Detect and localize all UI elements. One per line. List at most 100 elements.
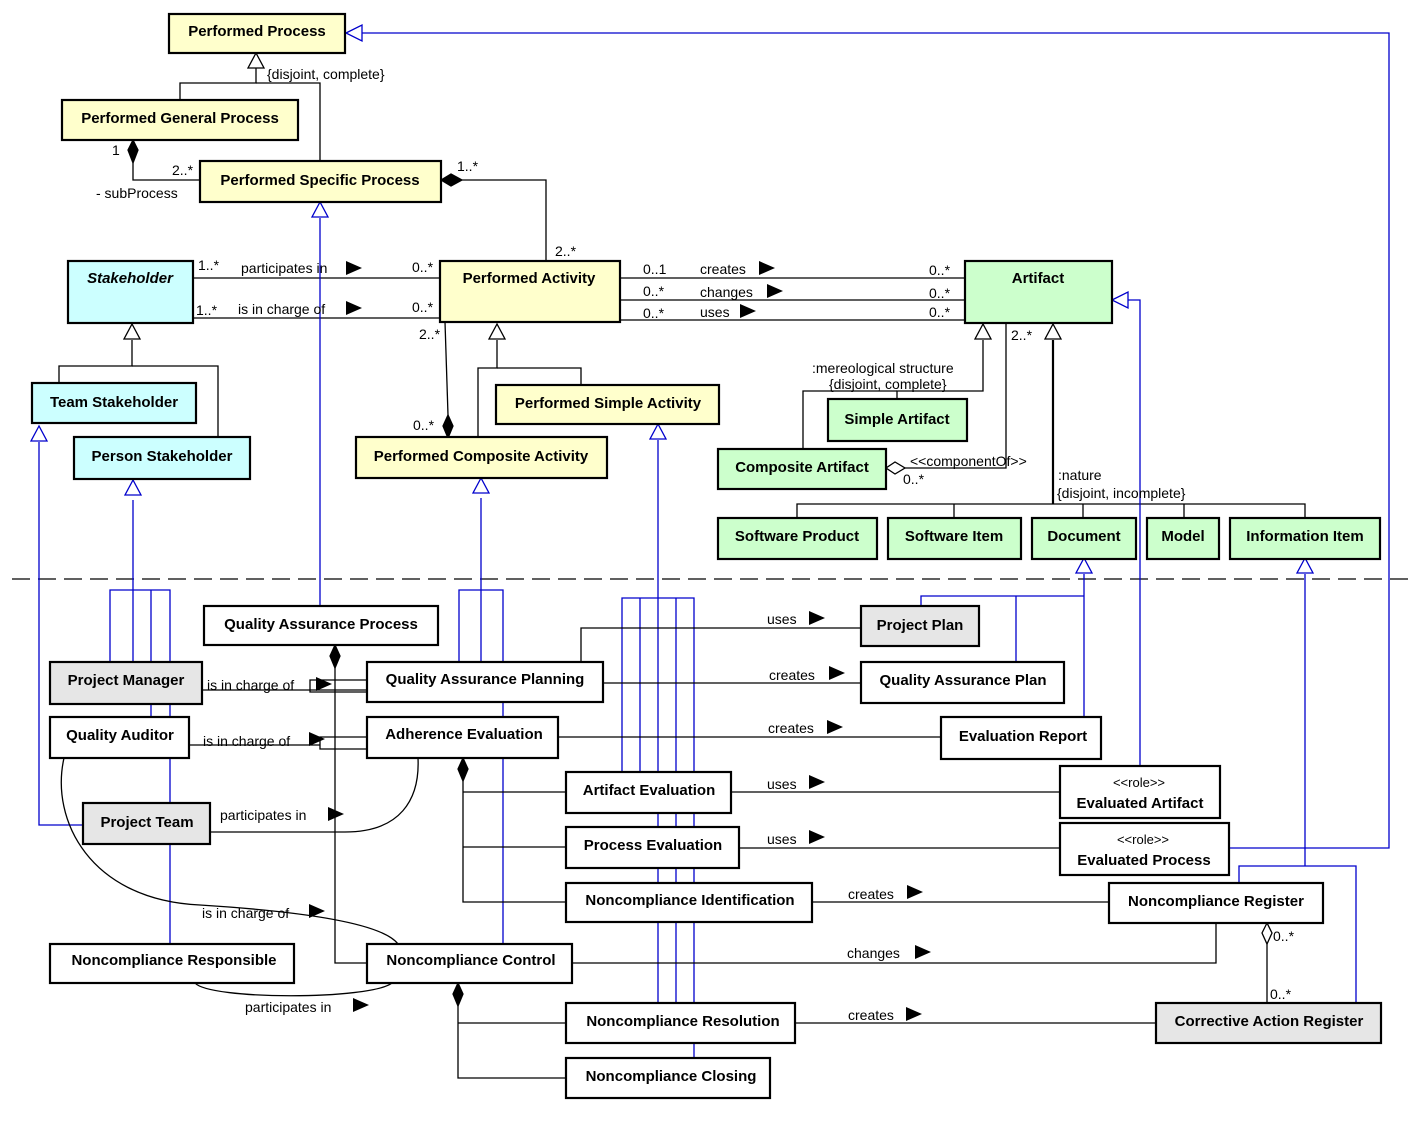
process-evaluation-box[interactable] xyxy=(564,825,741,870)
quality-auditor-box[interactable] xyxy=(48,715,191,760)
corrective-action-register-label: Corrective Action Register xyxy=(1175,1013,1364,1030)
artifact-label: Artifact xyxy=(1012,270,1065,287)
quality-assurance-process-box[interactable] xyxy=(202,604,440,647)
person-stakeholder-label: Person Stakeholder xyxy=(92,448,233,465)
mult-artifact-0a: 0..* xyxy=(929,262,951,278)
performed-general-process-box[interactable] xyxy=(60,98,300,142)
creates-top-label: creates xyxy=(700,261,746,277)
mult-composite-activity-2: 2..* xyxy=(419,326,441,342)
noncompliance-control-box[interactable] xyxy=(365,942,574,985)
process-evaluation-label: Process Evaluation xyxy=(584,837,722,854)
project-manager-box[interactable] xyxy=(48,660,204,706)
sp-activity-line xyxy=(462,179,547,261)
evaluated-process-box[interactable] xyxy=(1058,821,1231,877)
evaluation-report-label: Evaluation Report xyxy=(959,728,1087,745)
corrective-action-register-box[interactable] xyxy=(1154,1001,1383,1045)
information-item-box[interactable] xyxy=(1228,516,1382,561)
noncompliance-register-box[interactable] xyxy=(1107,881,1325,925)
disjoint-incomplete-label: {disjoint, incomplete} xyxy=(1057,485,1186,501)
composite-activity-diamond xyxy=(442,413,454,440)
artifact-evaluation-box[interactable] xyxy=(564,770,733,815)
software-item-box[interactable] xyxy=(886,516,1023,561)
software-product-label: Software Product xyxy=(735,528,859,545)
changes-nc-label: changes xyxy=(847,945,900,961)
mult-component-0: 0..* xyxy=(903,471,925,487)
performed-process-box[interactable] xyxy=(167,12,347,55)
noncompliance-responsible-box[interactable] xyxy=(48,942,296,985)
noncompliance-resolution-label: Noncompliance Resolution xyxy=(586,1013,779,1030)
uses-plan-line xyxy=(580,627,861,662)
document-box[interactable] xyxy=(1030,516,1138,561)
pm-in-charge-line xyxy=(202,679,367,693)
adherence-evaluation-box[interactable] xyxy=(365,715,560,760)
project-manager-label: Project Manager xyxy=(68,672,185,689)
component-of-label: <<componentOf>> xyxy=(910,453,1027,469)
person-stakeholder-box[interactable] xyxy=(72,435,252,481)
model-box[interactable] xyxy=(1145,516,1221,561)
qa-process-diamond xyxy=(329,643,341,670)
stakeholder-box[interactable] xyxy=(66,259,195,325)
arrow-creates-car xyxy=(906,1007,922,1021)
gen-specific-to-process xyxy=(256,82,321,161)
component-of-diamond xyxy=(884,461,907,475)
creates-nr-label: creates xyxy=(848,886,894,902)
arrow-pm-in-charge xyxy=(316,677,332,691)
arrow-uses-ea xyxy=(809,775,825,789)
noncompliance-closing-label: Noncompliance Closing xyxy=(586,1068,757,1085)
mult-activity-0a: 0..* xyxy=(412,259,434,275)
project-plan-label: Project Plan xyxy=(877,617,964,634)
noncompliance-identification-label: Noncompliance Identification xyxy=(585,892,794,909)
gen-info-arrow xyxy=(1295,556,1315,574)
changes-top-label: changes xyxy=(700,284,753,300)
evaluated-artifact-label: Evaluated Artifact xyxy=(1077,795,1204,812)
noncompliance-control-label: Noncompliance Control xyxy=(386,952,555,969)
artifact-box[interactable] xyxy=(963,259,1114,325)
evaluation-report-box[interactable] xyxy=(939,715,1103,761)
gen-document-roles xyxy=(920,574,1085,717)
pm-in-charge-label: is in charge of xyxy=(207,677,294,693)
performed-activity-box[interactable] xyxy=(438,259,622,324)
mult-specific-1: 1..* xyxy=(457,158,479,174)
gen-stakeholder-arrow xyxy=(122,322,142,340)
arrow-nc-in-charge xyxy=(309,904,325,918)
quality-assurance-plan-box[interactable] xyxy=(859,660,1066,705)
arrow-creates-nr xyxy=(907,885,923,899)
noncompliance-closing-box[interactable] xyxy=(564,1056,772,1100)
quality-assurance-planning-box[interactable] xyxy=(365,660,605,704)
gen-document-arrow xyxy=(1074,556,1094,574)
gen-person-arrow xyxy=(123,478,143,496)
noncompliance-responsible-label: Noncompliance Responsible xyxy=(71,952,276,969)
project-team-box[interactable] xyxy=(81,801,212,846)
gen-composite-roles xyxy=(458,498,504,944)
gen-nature-arrow xyxy=(1043,322,1063,340)
simple-artifact-box[interactable] xyxy=(826,397,969,443)
mult-stakeholder-1a: 1..* xyxy=(198,257,220,273)
arrow-changes-top xyxy=(767,284,783,298)
subprocess-line xyxy=(132,163,200,181)
performed-composite-activity-box[interactable] xyxy=(354,435,609,480)
participates-pt-label: participates in xyxy=(220,807,306,823)
composite-artifact-box[interactable] xyxy=(716,447,888,491)
gen-process-arrow xyxy=(246,51,266,69)
gen-evaluated-process-to-process xyxy=(362,32,1390,849)
mult-activity-0d: 0..* xyxy=(643,305,665,321)
mult-activity-2: 2..* xyxy=(555,243,577,259)
project-plan-box[interactable] xyxy=(859,604,981,648)
team-stakeholder-box[interactable] xyxy=(30,381,198,425)
gen-evaluated-artifact-arrow xyxy=(1110,290,1129,310)
simple-artifact-label: Simple Artifact xyxy=(844,411,949,428)
arrow-qa-in-charge xyxy=(309,732,325,746)
evaluated-artifact-box[interactable] xyxy=(1058,764,1222,820)
gen-artifact-mereo-arrow xyxy=(973,322,993,340)
noncompliance-resolution-box[interactable] xyxy=(564,1001,797,1045)
software-product-box[interactable] xyxy=(716,516,879,561)
mult-general-1: 1 xyxy=(112,142,120,158)
performed-simple-activity-label: Performed Simple Activity xyxy=(515,395,702,412)
arrow-uses-plan xyxy=(809,611,825,625)
performed-specific-process-box[interactable] xyxy=(198,159,443,204)
noncompliance-identification-box[interactable] xyxy=(564,881,814,924)
stakeholder-label: Stakeholder xyxy=(87,270,174,287)
performed-simple-activity-box[interactable] xyxy=(494,383,721,426)
arrow-nr-participates xyxy=(353,998,369,1012)
gen-nature-tree xyxy=(796,503,1306,518)
